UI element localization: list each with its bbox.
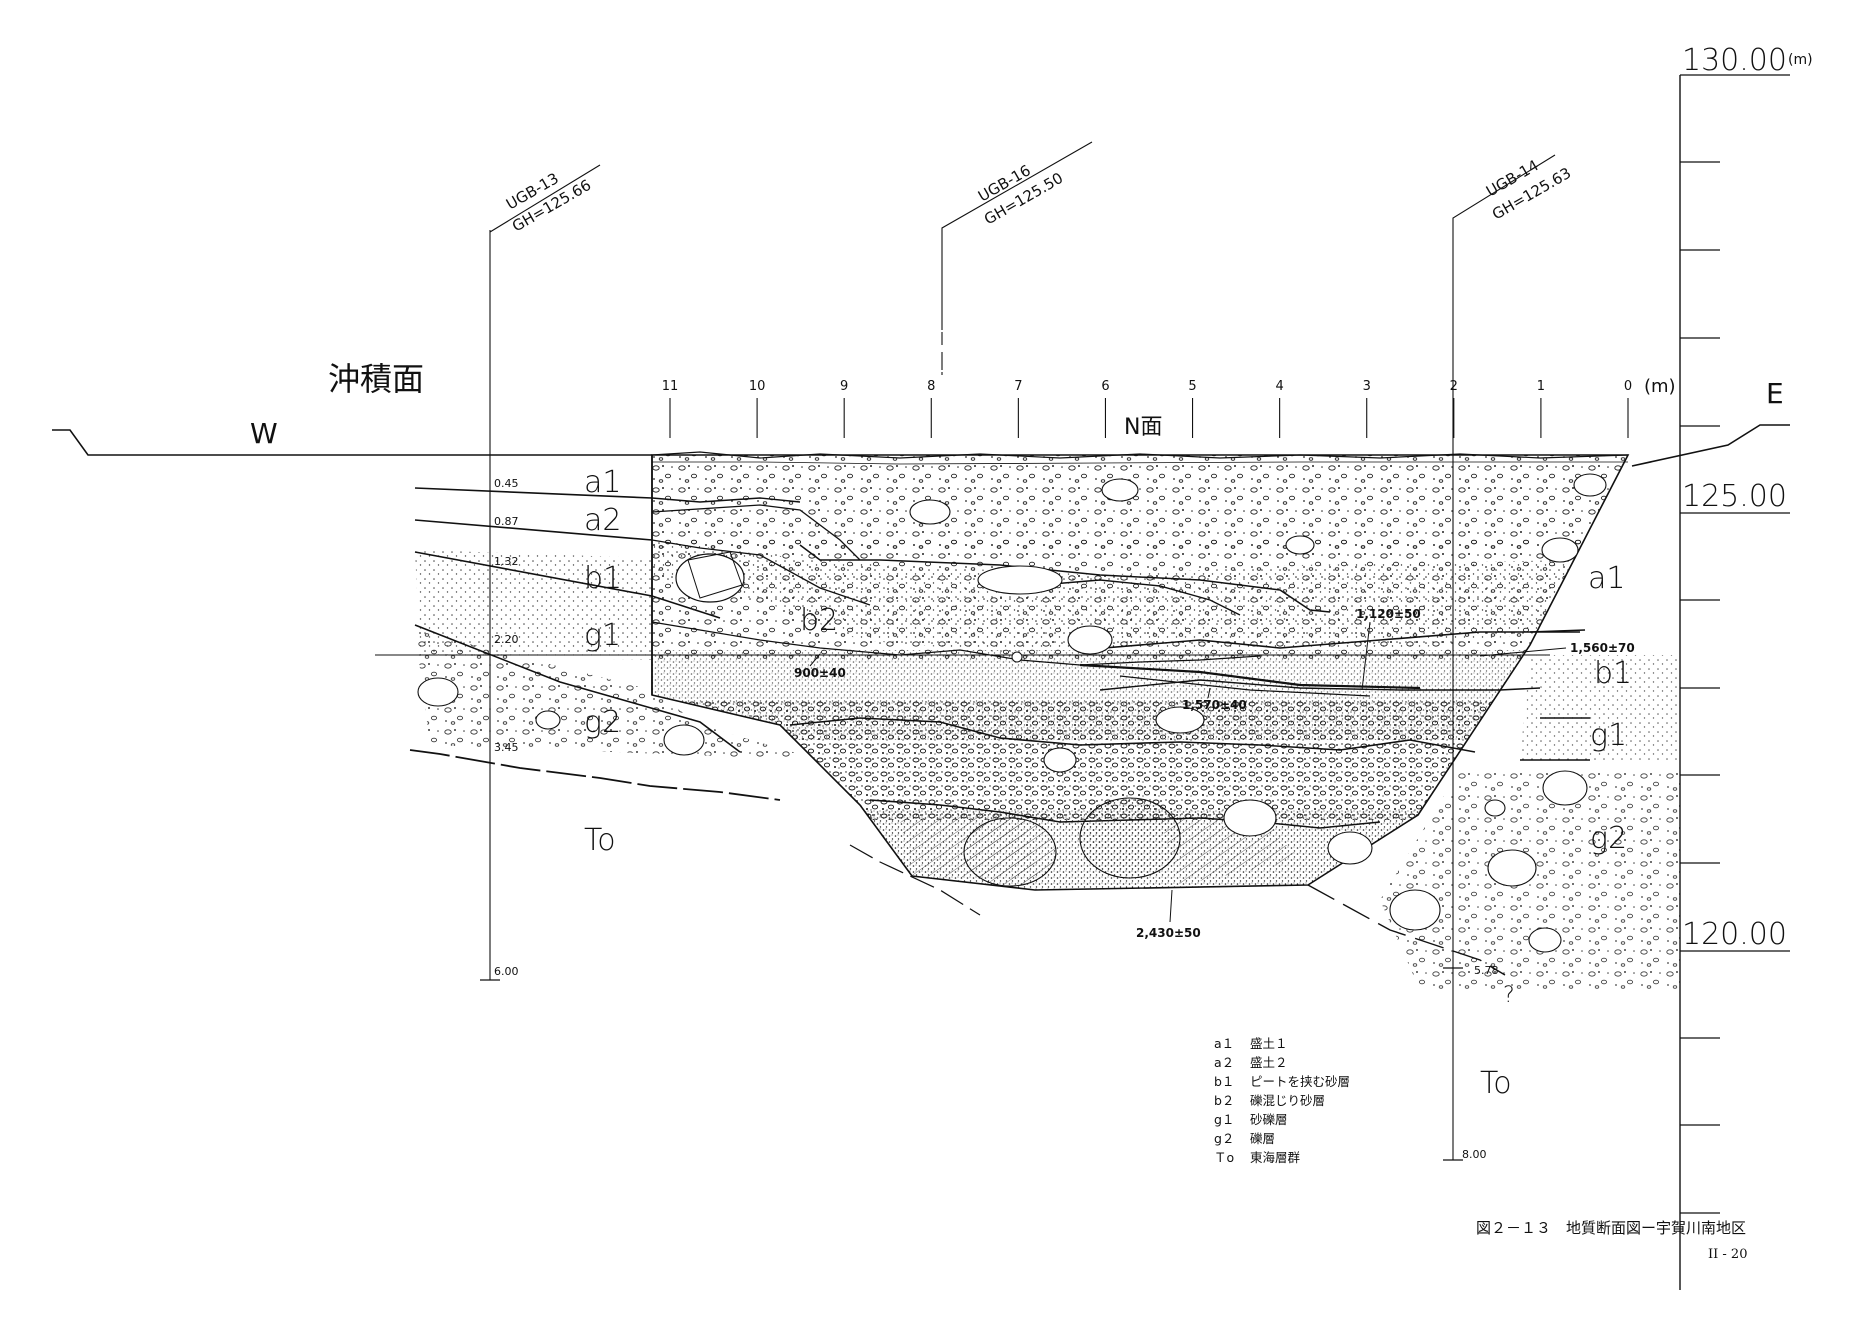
elev-label-125: 125.00: [1682, 479, 1787, 514]
svg-text:砂礫層: 砂礫層: [1250, 1112, 1288, 1127]
elevation-scale: 130.00 (m) 125.00 120.00: [1679, 43, 1813, 1290]
svg-text:ピートを挟む砂層: ピートを挟む砂層: [1250, 1074, 1350, 1089]
hscale-tick-label: 2: [1450, 379, 1458, 394]
hscale-tick-label: 11: [662, 379, 679, 394]
svg-text:a2: a2: [584, 503, 621, 538]
face-label: N面: [1124, 415, 1162, 440]
legend: a１ 盛土１ a２ 盛土２ b１ ピートを挟む砂層 b２ 礫混じり砂層 g１ 砂…: [1214, 1036, 1350, 1165]
svg-text:g2: g2: [1590, 821, 1627, 856]
elev-label-120: 120.00: [1682, 917, 1787, 952]
depth-label: 8.00: [1462, 1148, 1487, 1161]
svg-text:a１: a１: [1214, 1036, 1234, 1051]
svg-text:g１: g１: [1214, 1112, 1234, 1127]
svg-text:礫混じり砂層: 礫混じり砂層: [1250, 1093, 1325, 1108]
layer-label-b2: b2: [800, 603, 838, 638]
date-label: 1,120±50: [1356, 607, 1421, 621]
svg-text:To: To: [1480, 1066, 1512, 1101]
hscale-tick-label: 8: [927, 379, 935, 394]
svg-text:礫層: 礫層: [1250, 1131, 1275, 1146]
svg-text:b1: b1: [584, 561, 622, 596]
date-label: 2,430±50: [1136, 926, 1201, 940]
date-label: 1,560±70: [1570, 641, 1635, 655]
depth-label: 3.45: [494, 741, 519, 754]
hscale-tick-label: 10: [749, 379, 766, 394]
svg-text:a２: a２: [1214, 1055, 1234, 1070]
depth-label: 2.20: [494, 633, 519, 646]
date-label: 1,570±40: [1182, 698, 1247, 712]
svg-text:g２: g２: [1214, 1131, 1234, 1146]
depth-label: 0.87: [494, 515, 519, 528]
svg-text:盛土１: 盛土１: [1250, 1036, 1288, 1051]
radiocarbon-dates: 1,120±50 1,560±70 900±40 1,570±40 2,430±…: [794, 607, 1635, 940]
west-layers: [409, 487, 981, 916]
hscale-tick-label: 9: [840, 379, 848, 394]
east-label: E: [1766, 377, 1784, 410]
surface-label: 沖積面: [328, 360, 424, 398]
svg-text:a1: a1: [1588, 561, 1625, 596]
depth-label: 0.45: [494, 477, 519, 490]
svg-text:g1: g1: [584, 618, 621, 653]
hscale-unit: (m): [1644, 376, 1676, 397]
svg-text:b２: b２: [1214, 1093, 1234, 1108]
svg-text:g2: g2: [584, 705, 621, 740]
hscale-tick-label: 4: [1275, 379, 1283, 394]
depth-label: 1.32: [494, 555, 519, 568]
question-mark: ?: [1503, 983, 1515, 1008]
svg-text:Ｔo: Ｔo: [1214, 1150, 1234, 1165]
svg-text:b1: b1: [1594, 656, 1632, 691]
layer-labels-east: a1 b1 g1 g2 To: [1480, 561, 1632, 1101]
page-number: II - 20: [1708, 1247, 1747, 1262]
date-label: 900±40: [794, 666, 846, 680]
layer-labels-west: a1 a2 b1 g1 g2 To: [584, 465, 622, 858]
svg-text:盛土２: 盛土２: [1250, 1055, 1288, 1070]
hscale-tick-label: 6: [1101, 379, 1109, 394]
outside-boulders: [417, 677, 1588, 953]
borehole-ugb-16[interactable]: UGB-16 GH=125.50: [940, 141, 1093, 375]
svg-text:b１: b１: [1214, 1074, 1234, 1089]
elev-unit: (m): [1788, 52, 1813, 68]
svg-text:g1: g1: [1590, 718, 1627, 753]
svg-text:東海層群: 東海層群: [1250, 1150, 1301, 1165]
hscale-tick-label: 7: [1014, 379, 1022, 394]
hscale-tick-label: 5: [1188, 379, 1196, 394]
svg-text:a1: a1: [584, 465, 621, 500]
west-label: W: [250, 417, 278, 450]
hscale-tick-label: 3: [1363, 379, 1371, 394]
depth-label: 5.78: [1474, 964, 1499, 977]
hscale-tick-label: 0: [1624, 379, 1632, 394]
elev-label-130: 130.00: [1682, 43, 1787, 78]
figure-caption: 図２－１３ 地質断面図ー宇賀川南地区: [1476, 1219, 1746, 1237]
hscale-tick-label: 1: [1537, 379, 1545, 394]
svg-text:To: To: [584, 823, 616, 858]
depth-label: 6.00: [494, 965, 519, 978]
